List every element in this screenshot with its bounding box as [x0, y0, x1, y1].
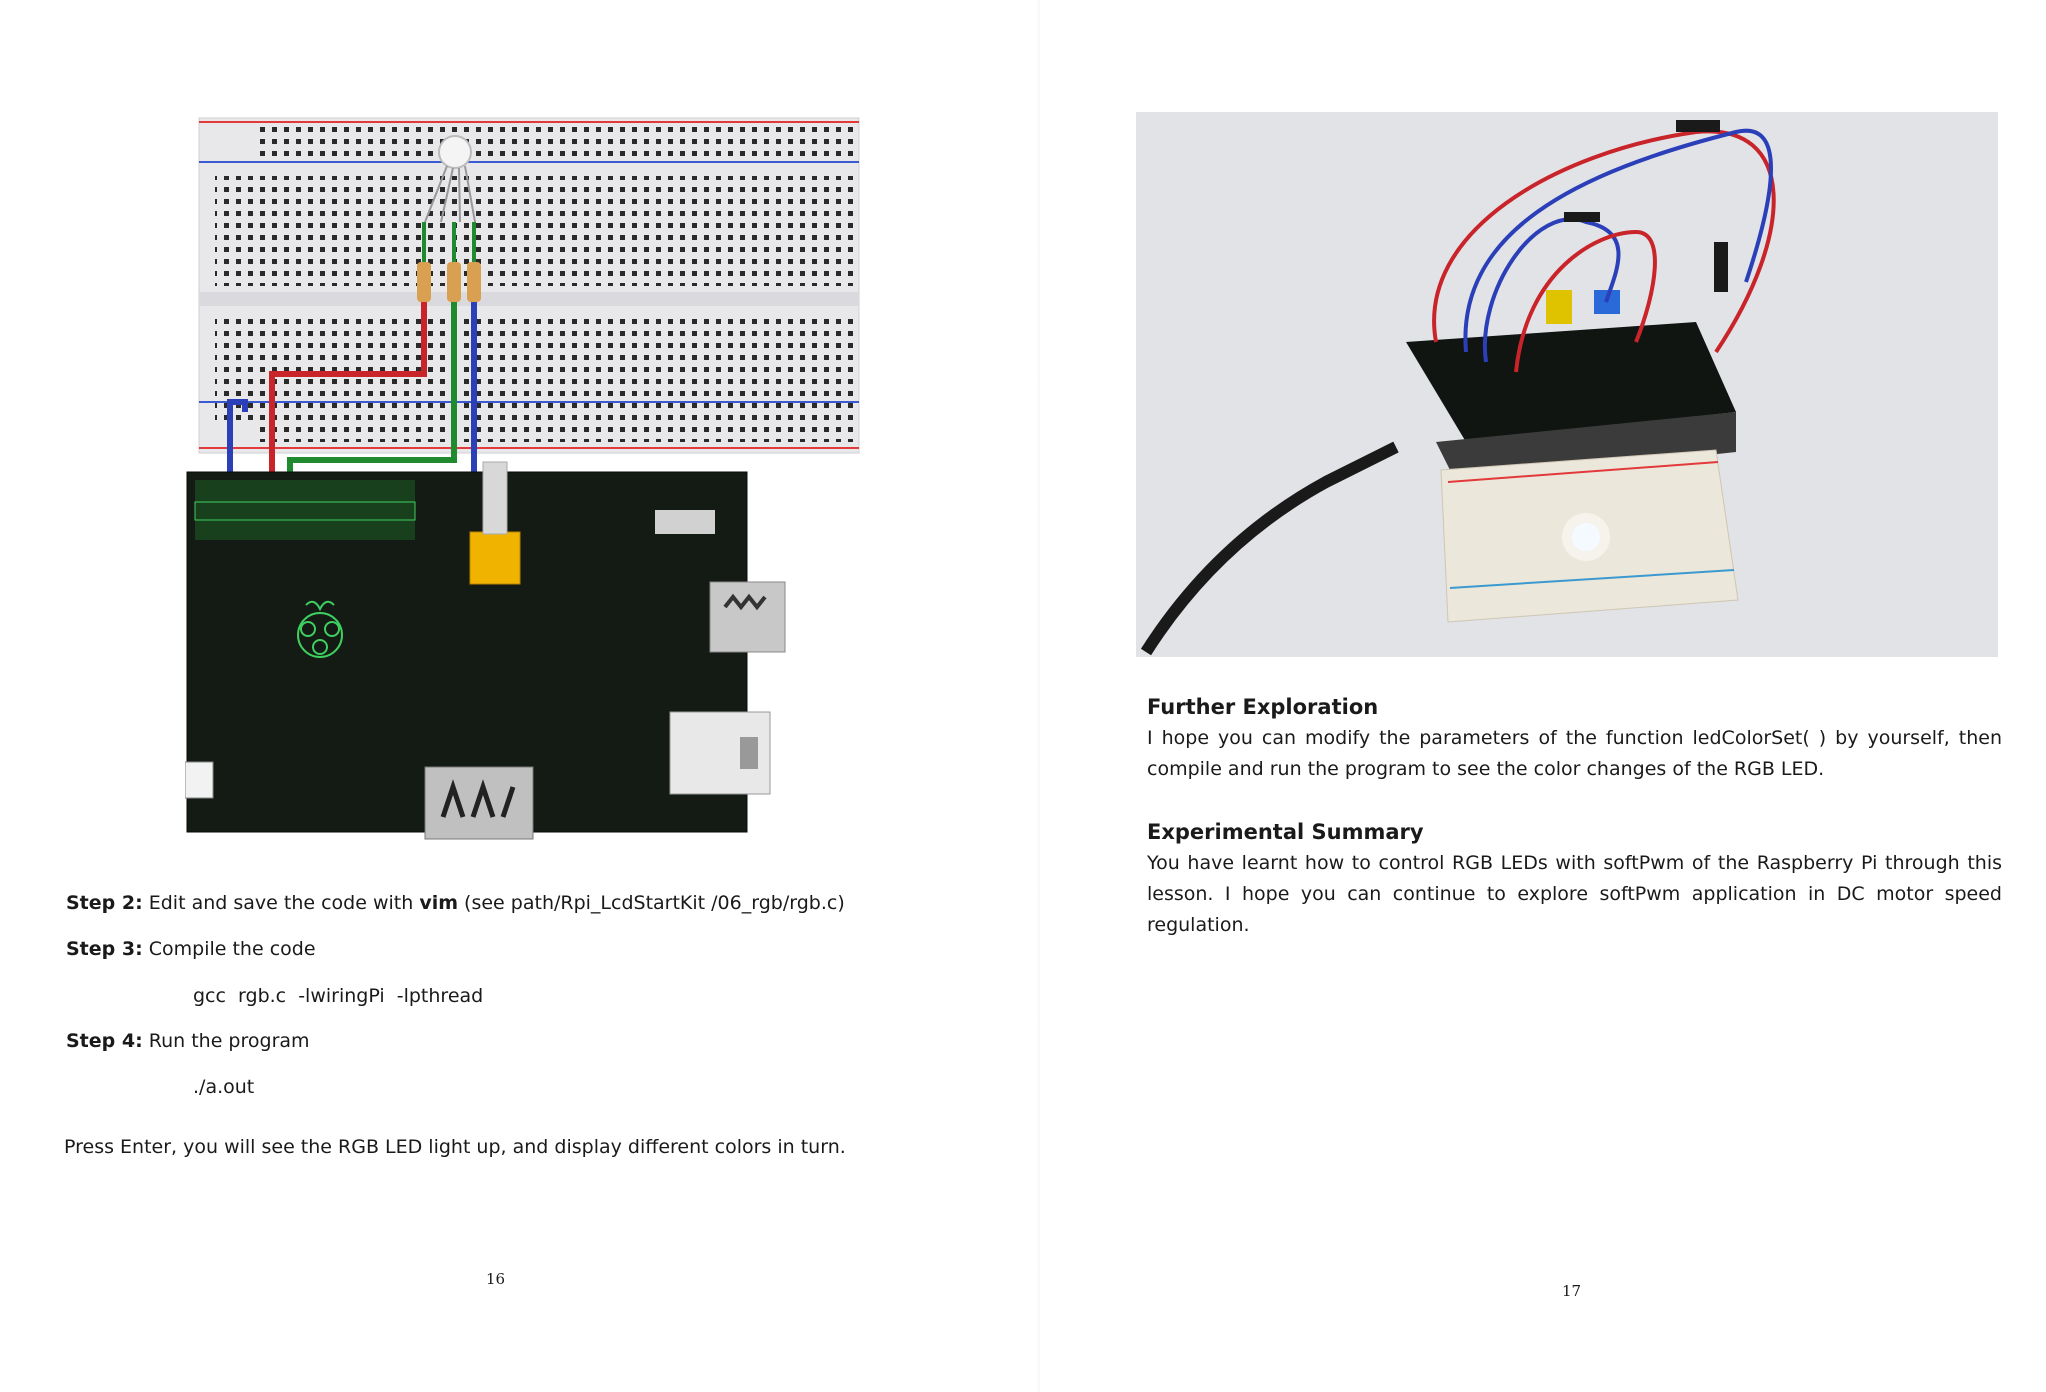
resistor [447, 262, 461, 302]
raspberry-logo [297, 600, 343, 658]
step-2: Step 2: Edit and save the code with vim … [66, 892, 845, 916]
raspberry-pi-board [1406, 322, 1736, 442]
rgb-led [438, 135, 472, 169]
experimental-summary-heading: Experimental Summary [1147, 820, 1424, 844]
compile-command: gcc rgb.c -lwiringPi -lpthread [193, 985, 484, 1007]
right-page: Further Exploration I hope you can modif… [1040, 0, 2046, 1392]
step-2-text: Edit and save the code with [148, 892, 420, 914]
resistor [417, 262, 431, 302]
further-exploration-heading: Further Exploration [1147, 695, 1379, 719]
run-command: ./a.out [193, 1076, 255, 1098]
jumper-wire-blue [1463, 128, 1773, 353]
usb-port [709, 581, 786, 653]
capacitor [469, 531, 521, 585]
jumper-wire-red [1432, 129, 1776, 354]
step-2-label: Step 2: [66, 892, 143, 914]
micro-usb-port [185, 761, 214, 799]
circuit-photo [1136, 112, 1998, 657]
jumper-wire-red-2 [1514, 229, 1657, 373]
wire-red [269, 302, 427, 552]
step-3-label: Step 3: [66, 938, 143, 960]
left-page: Step 2: Edit and save the code with vim … [64, 117, 860, 1288]
experimental-summary-body: You have learnt how to control RGB LEDs … [1147, 852, 2002, 936]
step-4-label: Step 4: [66, 1030, 143, 1052]
wiring-diagram [185, 117, 860, 840]
step-2-path: (see path/Rpi_LcdStartKit /06_rgb/rgb.c) [458, 892, 845, 914]
step-3: Step 3: Compile the code [66, 938, 316, 962]
step-2-bold-word: vim [419, 892, 459, 914]
page-number-right: 17 [1562, 1282, 1582, 1300]
power-cable [1140, 441, 1399, 656]
page-number-left: 16 [486, 1270, 506, 1288]
press-enter-text: Press Enter, you will see the RGB LED li… [64, 1136, 846, 1158]
step-3-text: Compile the code [148, 938, 316, 960]
resistor [467, 262, 481, 302]
step-4: Step 4: Run the program [66, 1030, 310, 1054]
further-exploration-body: I hope you can modify the parameters of … [1147, 727, 2002, 780]
step-4-text: Run the program [148, 1030, 310, 1052]
